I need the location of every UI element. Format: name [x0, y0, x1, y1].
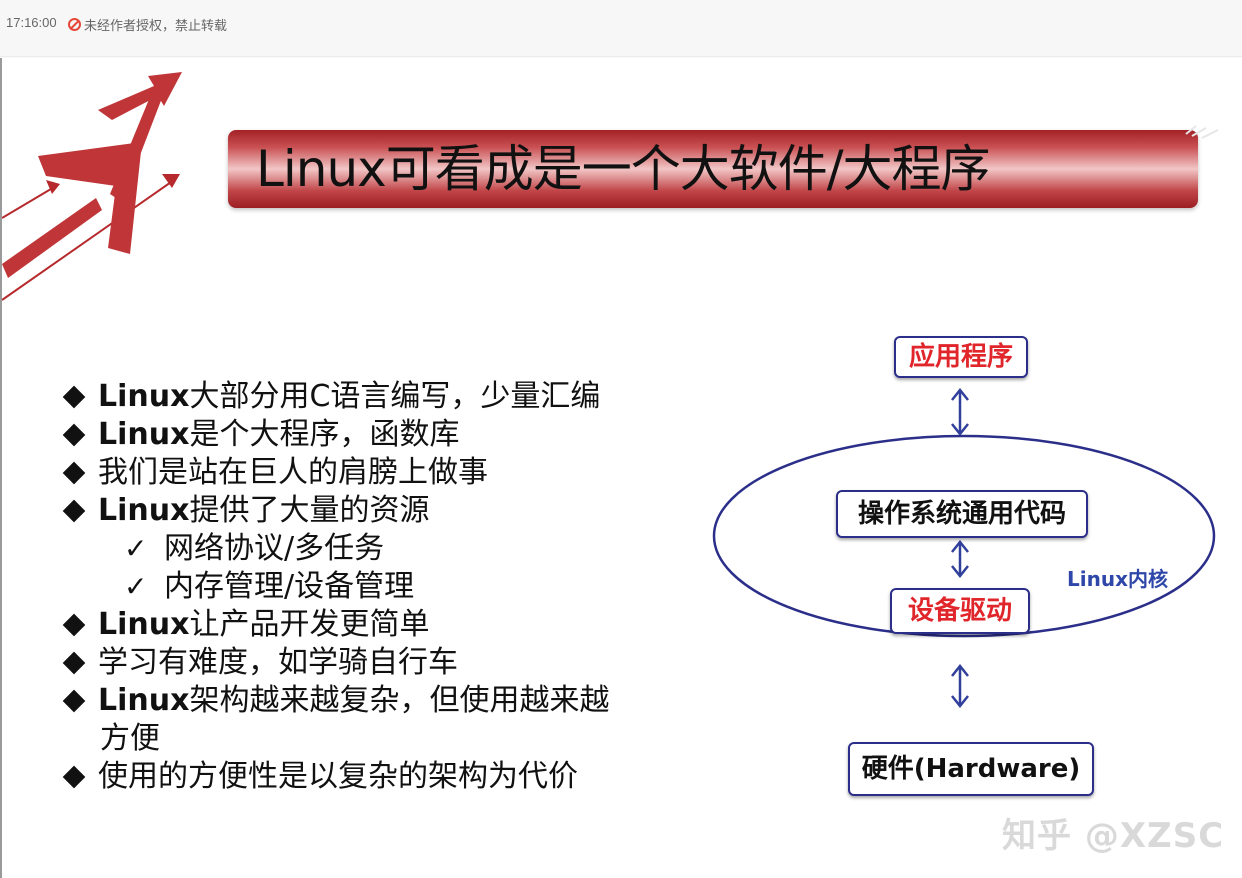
bullet-list: Linux大部分用C语言编写，少量汇编 Linux是个大程序，函数库 我们是站在…: [62, 378, 662, 796]
list-item: Linux大部分用C语言编写，少量汇编: [62, 378, 662, 416]
copyright-notice-text: 未经作者授权，禁止转载: [84, 19, 228, 34]
double-arrow-icon: [951, 539, 969, 579]
bullet-text: 我们是站在巨人的肩膀上做事: [98, 455, 488, 490]
bullet-bold: Linux: [98, 417, 190, 452]
bullet-text: 使用的方便性是以复杂的架构为代价: [98, 759, 578, 794]
driver-box: 设备驱动: [890, 588, 1030, 634]
timestamp: 17:16:00: [6, 15, 57, 30]
sub-list-item: ✓ 网络协议/多任务: [62, 530, 662, 568]
kernel-label: Linux内核: [1067, 567, 1168, 591]
copyright-notice: 未经作者授权，禁止转载: [68, 15, 227, 34]
diamond-bullet-icon: [62, 423, 86, 447]
slide-canvas: Linux可看成是一个大软件/大程序 Linux大部分用C语言编写，少量汇编 L…: [0, 58, 1242, 878]
no-entry-icon: [68, 18, 81, 31]
diamond-bullet-icon: [62, 651, 86, 675]
checkmark-icon: ✓: [124, 532, 148, 565]
diamond-bullet-icon: [62, 613, 86, 637]
title-banner: Linux可看成是一个大软件/大程序: [228, 130, 1198, 208]
sparkle-icon: [1185, 125, 1219, 139]
double-arrow-icon: [951, 387, 969, 437]
top-bar: 17:16:00 未经作者授权，禁止转载: [0, 0, 1242, 57]
list-item: Linux提供了大量的资源: [62, 492, 662, 530]
bullet-text: 提供了大量的资源: [189, 493, 430, 528]
red-arrows-icon: [2, 72, 182, 301]
checkmark-icon: ✓: [124, 570, 148, 603]
kernel-ellipse: [712, 434, 1216, 638]
double-arrow-icon: [951, 663, 969, 709]
diamond-bullet-icon: [62, 385, 86, 409]
bullet-text: 是个大程序，函数库: [189, 417, 460, 452]
os-code-box: 操作系统通用代码: [836, 490, 1088, 538]
bullet-bold: Linux: [98, 683, 190, 718]
bullet-text: 学习有难度，如学骑自行车: [98, 645, 458, 680]
bullet-bold: Linux: [98, 379, 190, 414]
bullet-bold: Linux: [98, 607, 190, 642]
list-item: Linux架构越来越复杂，但使用越来越: [62, 682, 662, 720]
diagram-lines: [712, 387, 1216, 709]
bullet-text: 架构越来越复杂，但使用越来越: [189, 683, 610, 718]
diamond-bullet-icon: [62, 689, 86, 713]
list-item: 使用的方便性是以复杂的架构为代价: [62, 758, 662, 796]
diamond-bullet-icon: [62, 499, 86, 523]
slide-title: Linux可看成是一个大软件/大程序: [256, 140, 991, 198]
app-box: 应用程序: [894, 336, 1028, 378]
bullet-text: 大部分用C语言编写，少量汇编: [189, 379, 601, 414]
hardware-box: 硬件(Hardware): [848, 742, 1094, 796]
bullet-bold: Linux: [98, 493, 190, 528]
sub-list-item: ✓ 内存管理/设备管理: [62, 568, 662, 606]
list-item: 学习有难度，如学骑自行车: [62, 644, 662, 682]
diamond-bullet-icon: [62, 765, 86, 789]
diamond-bullet-icon: [62, 461, 86, 485]
list-item-continuation: 方便: [100, 721, 160, 756]
sub-item-text: 网络协议/多任务: [164, 531, 385, 566]
sub-item-text: 内存管理/设备管理: [164, 569, 415, 604]
bullet-text: 让产品开发更简单: [189, 607, 430, 642]
list-item: Linux让产品开发更简单: [62, 606, 662, 644]
list-item: Linux是个大程序，函数库: [62, 416, 662, 454]
list-item: 我们是站在巨人的肩膀上做事: [62, 454, 662, 492]
watermark: 知乎 @XZSC: [1002, 816, 1225, 856]
